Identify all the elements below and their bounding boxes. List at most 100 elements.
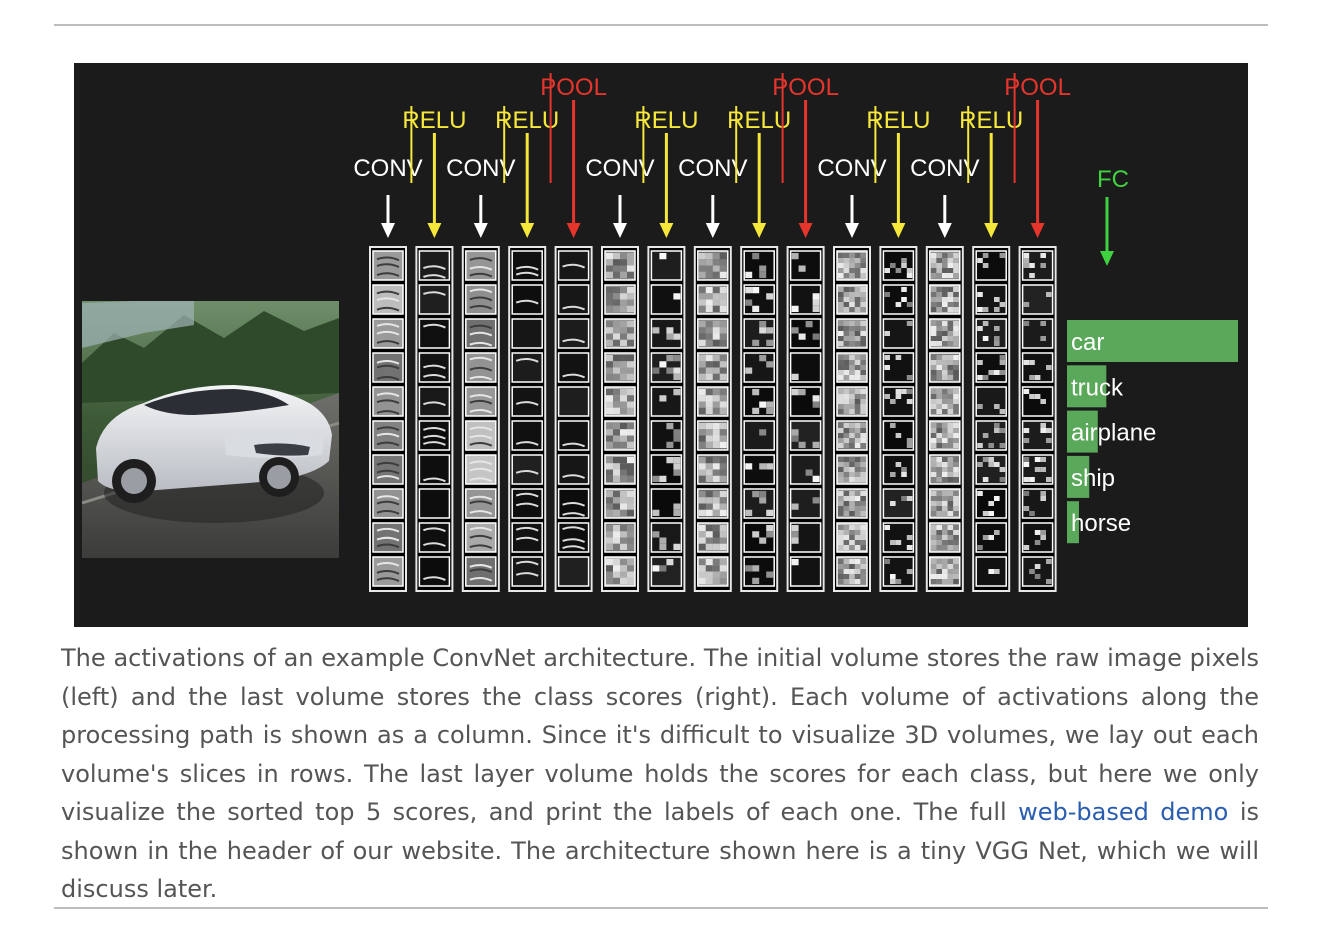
activation-slice [1021,556,1054,587]
activation-slice [697,352,729,383]
activation-slice [650,488,683,519]
activation-slice [557,386,590,417]
activation-column [369,246,407,592]
activation-slice [975,556,1007,587]
arrow-head [798,223,813,238]
activation-slice [465,556,497,587]
score-truck: truck [1067,365,1124,408]
layer-10-pool: POOL [772,73,839,592]
activation-slice [372,556,404,587]
activation-slice [650,386,683,417]
activation-slice [650,556,683,587]
activation-slice [557,420,590,451]
arrow-head [937,223,952,238]
activation-slice [697,386,729,417]
layer-2-relu: RELU [402,106,466,592]
activation-slice [697,556,729,587]
activation-slice [882,284,915,315]
activation-slice [789,420,822,451]
activation-slice [511,488,543,519]
activation-slice [604,386,636,417]
arrow-head [613,223,627,238]
activation-slice [697,522,729,553]
activation-slice [975,284,1007,315]
activation-slice [465,386,497,417]
activation-slice [697,318,729,349]
figure-canvas: CONVRELUCONVRELUPOOLCONVRELUCONVRELUPOOL… [81,73,1238,592]
activation-slice [975,352,1007,383]
arrow-head [984,223,999,238]
activation-slice [975,522,1007,553]
activation-slice [836,318,868,349]
activation-column [833,246,871,592]
layer-11-conv: CONV [817,155,887,592]
activation-slice [604,250,636,281]
activation-column [740,246,779,592]
activation-slice [836,352,868,383]
activation-slice [511,250,543,281]
activation-slice [511,284,543,315]
activation-slice [743,522,775,553]
score-bar [1067,455,1090,498]
activation-layers: CONVRELUCONVRELUPOOLCONVRELUCONVRELUPOOL… [353,73,1071,592]
activation-slice [743,352,775,383]
activation-slice [975,318,1007,349]
arrow-head [891,223,906,238]
activation-slice [929,522,961,553]
score-bar [1067,320,1238,362]
layer-8-conv: CONV [678,155,747,592]
activation-slice [743,488,775,519]
activation-slice [557,352,590,383]
score-bar [1067,410,1098,453]
score-label: horse [1071,510,1131,537]
figure-caption: The activations of an example ConvNet ar… [61,639,1259,909]
layer-12-relu: RELU [866,106,930,592]
activation-slice [604,454,636,485]
activation-slice [975,250,1007,281]
activation-slice [743,556,775,587]
activation-slice [836,522,868,553]
activation-slice [1021,522,1054,553]
activation-slice [743,250,775,281]
activation-slice [372,250,404,281]
activation-slice [418,488,451,519]
activation-slice [557,454,590,485]
activation-slice [372,488,404,519]
web-based-demo-link[interactable]: web-based demo [1018,798,1229,826]
activation-slice [929,284,961,315]
activation-slice [882,386,915,417]
activation-slice [789,250,822,281]
activation-slice [557,556,590,587]
activation-slice [882,352,915,383]
activation-slice [511,454,543,485]
activation-slice [697,250,729,281]
layer-5-pool: POOL [540,73,607,592]
layer-1-conv: CONV [353,155,423,592]
activation-column [461,246,500,592]
layer-14-relu: RELU [959,106,1023,592]
activation-slice [511,420,543,451]
activation-slice [929,454,961,485]
activation-slice [372,420,404,451]
activation-slice [372,284,404,315]
activation-slice [836,250,868,281]
activation-slice [697,488,729,519]
input-car-image [81,301,340,558]
score-label: airplane [1071,420,1156,447]
layer-9-relu: RELU [727,106,791,592]
caption-text-start: The activations of an example ConvNet ar… [61,644,1259,826]
arrow-head [705,223,720,238]
activation-slice [743,386,775,417]
score-car: car [1067,320,1238,362]
activation-column [786,246,825,592]
activation-slice [604,522,636,553]
activation-slice [789,284,822,315]
activation-slice [650,420,683,451]
activation-slice [836,420,868,451]
score-horse: horse [1067,501,1131,544]
activation-slice [418,386,451,417]
score-label: ship [1071,465,1115,492]
activation-slice [604,284,636,315]
activation-slice [697,420,729,451]
